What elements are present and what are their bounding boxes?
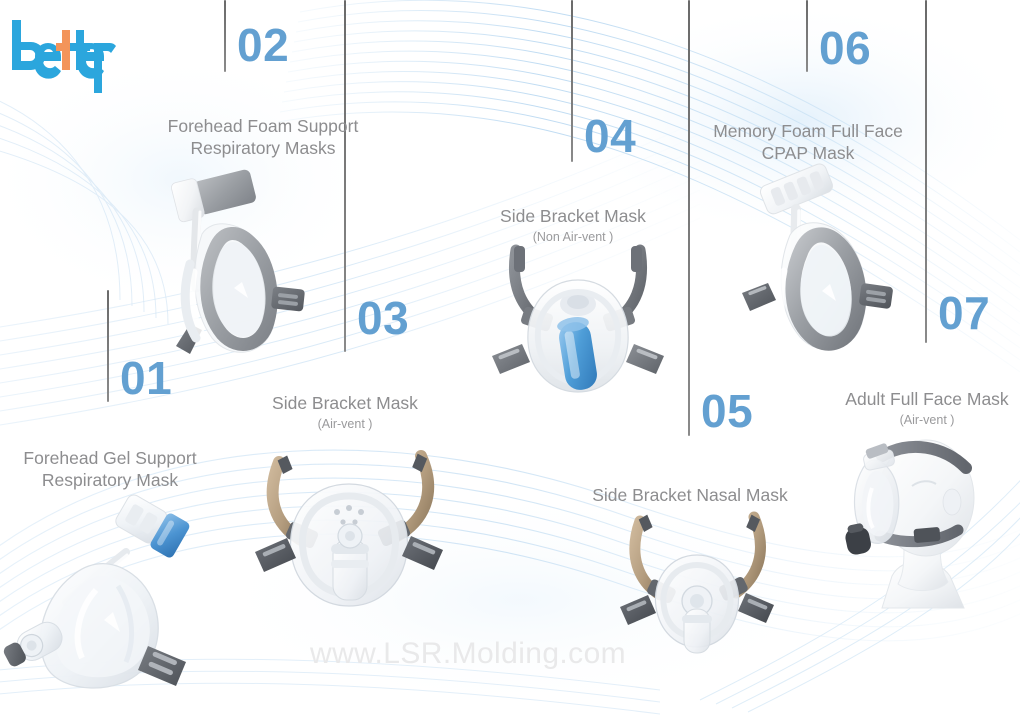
site-watermark: www.LSR.Molding.com (310, 637, 627, 670)
divider-rule-02 (224, 0, 226, 72)
divider-rule-05 (688, 0, 690, 436)
caption-line1: Side Bracket Nasal Mask (592, 485, 788, 505)
product-caption-06: Memory Foam Full Face CPAP Mask (688, 121, 928, 165)
caption-line2: Respiratory Masks (190, 137, 336, 158)
caption-line1: Forehead Foam Support (167, 116, 359, 136)
product-image-05 (612, 505, 782, 680)
caption-line1: Forehead Gel Support (23, 448, 197, 468)
product-caption-01: Forehead Gel Support Respiratory Mask (0, 448, 220, 492)
product-number-02: 02 (237, 19, 290, 71)
divider-rule-01 (107, 290, 109, 402)
caption-line2: Respiratory Mask (41, 469, 179, 490)
product-image-03 (245, 440, 455, 620)
product-number-05: 05 (701, 385, 754, 437)
product-image-04 (478, 238, 678, 418)
product-image-06 (730, 163, 910, 365)
product-number-01: 01 (120, 352, 173, 404)
product-number-07: 07 (938, 287, 991, 339)
product-caption-05: Side Bracket Nasal Mask (575, 485, 805, 507)
caption-line1: Adult Full Face Mask (845, 389, 1009, 409)
caption-line2: CPAP Mask (761, 142, 855, 163)
product-image-07 (840, 430, 1020, 615)
caption-subtitle: (Air-vent ) (317, 416, 373, 431)
caption-subtitle: (Air-vent ) (899, 412, 955, 427)
better-logo[interactable] (6, 18, 116, 93)
divider-rule-04 (571, 0, 573, 162)
caption-line1: Side Bracket Mask (500, 206, 646, 226)
product-caption-04: Side Bracket Mask (Non Air-vent ) (468, 206, 678, 246)
caption-subtitle: (Non Air-vent ) (532, 229, 614, 244)
caption-line1: Side Bracket Mask (272, 393, 418, 413)
divider-rule-07 (925, 0, 927, 343)
divider-rule-03 (344, 0, 346, 352)
product-caption-03: Side Bracket Mask (Air-vent ) (240, 393, 450, 433)
caption-line1: Memory Foam Full Face (713, 121, 903, 141)
product-image-02 (150, 160, 340, 370)
product-image-01 (0, 490, 220, 690)
product-caption-02: Forehead Foam Support Respiratory Masks (118, 116, 408, 160)
product-number-06: 06 (819, 22, 872, 74)
product-caption-07: Adult Full Face Mask (Air-vent ) (827, 389, 1020, 429)
product-number-04: 04 (584, 110, 637, 162)
divider-rule-06 (806, 0, 808, 72)
product-number-03: 03 (357, 292, 410, 344)
